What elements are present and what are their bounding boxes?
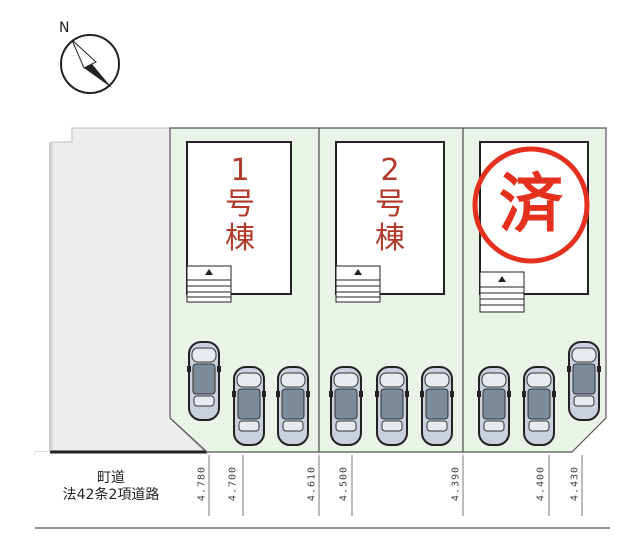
- frontage-width-3: 4.610: [306, 465, 318, 502]
- building-2-char-tou: 棟: [375, 221, 405, 256]
- building-1-number: 1: [230, 153, 250, 188]
- entrance-steps-2: [335, 265, 381, 303]
- front-road: [35, 452, 610, 528]
- building-1-char-tou: 棟: [225, 221, 255, 256]
- frontage-width-4: 4.500: [338, 465, 350, 502]
- sold-stamp: 済: [499, 168, 563, 242]
- compass-icon: [60, 34, 120, 94]
- building-2-char-gou: 号: [375, 187, 405, 222]
- parking-cars: [187, 341, 601, 446]
- frontage-width-5: 4.390: [450, 465, 462, 502]
- entrance-steps-1: [186, 265, 232, 303]
- frontage-width-6: 4.400: [535, 465, 547, 502]
- compass-north-label: N: [59, 20, 70, 36]
- road-label: 町道 法42条2項道路: [36, 470, 186, 504]
- car-icon: [276, 366, 310, 446]
- frontage-width-2: 4.700: [227, 465, 239, 502]
- car-icon: [420, 366, 454, 446]
- car-icon: [375, 366, 409, 446]
- car-icon: [329, 366, 363, 446]
- car-icon: [567, 341, 601, 421]
- car-icon: [187, 341, 221, 421]
- sold-stamp-circle: [472, 146, 590, 264]
- building-1-char-gou: 号: [225, 187, 255, 222]
- car-icon: [477, 366, 511, 446]
- car-icon: [232, 366, 266, 446]
- car-icon: [522, 366, 556, 446]
- frontage-width-7: 4.430: [569, 465, 581, 502]
- building-1-label: 1 号 棟: [216, 154, 264, 256]
- entrance-steps-3: [479, 271, 525, 313]
- frontage-width-1: 4.780: [196, 465, 208, 502]
- building-2-number: 2: [380, 153, 400, 188]
- building-2-label: 2 号 棟: [366, 154, 414, 256]
- dimension-ticks: [208, 455, 583, 516]
- road-classification: 法42条2項道路: [62, 487, 160, 503]
- road-name: 町道: [97, 470, 125, 486]
